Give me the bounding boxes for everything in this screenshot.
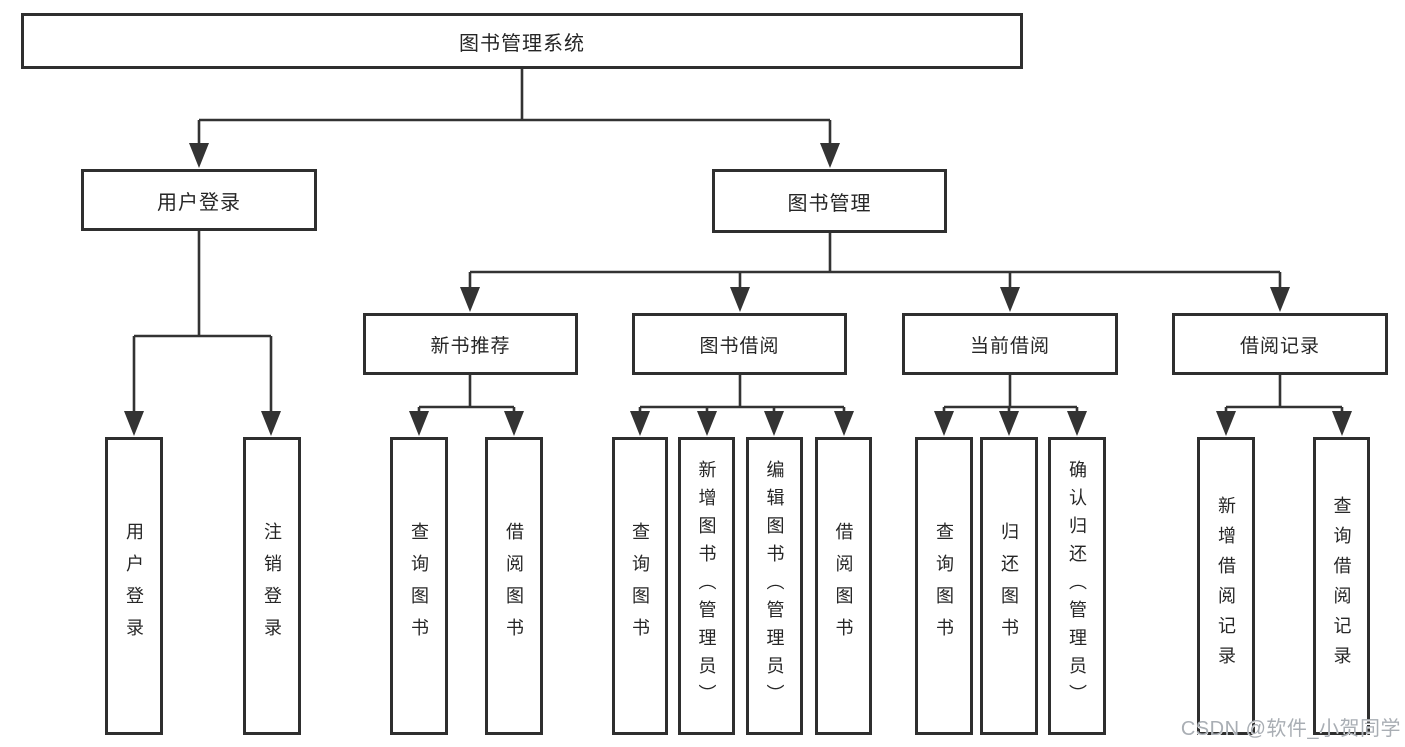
leaf-borrow-books: 借阅图书 — [815, 437, 872, 735]
node-library-management-system: 图书管理系统 — [21, 13, 1023, 69]
leaf-user-login: 用户登录 — [105, 437, 163, 735]
leaf-confirm-return-admin: 确认归还（管理员） — [1048, 437, 1106, 735]
node-current-borrowing: 当前借阅 — [902, 313, 1118, 375]
node-new-book-recommendation: 新书推荐 — [363, 313, 578, 375]
leaf-return-books: 归还图书 — [980, 437, 1038, 735]
leaf-query-books-borrow: 查询图书 — [612, 437, 668, 735]
leaf-query-borrow-record: 查询借阅记录 — [1313, 437, 1370, 735]
leaf-add-borrow-record: 新增借阅记录 — [1197, 437, 1255, 735]
node-borrowing-records: 借阅记录 — [1172, 313, 1388, 375]
leaf-query-books-recommend: 查询图书 — [390, 437, 448, 735]
leaf-borrow-books-recommend: 借阅图书 — [485, 437, 543, 735]
node-book-management: 图书管理 — [712, 169, 947, 233]
leaf-add-books-admin: 新增图书（管理员） — [678, 437, 735, 735]
leaf-logout: 注销登录 — [243, 437, 301, 735]
watermark: CSDN @软件_小贺同学 — [1180, 718, 1401, 740]
leaf-edit-books-admin: 编辑图书（管理员） — [746, 437, 803, 735]
node-user-login: 用户登录 — [81, 169, 317, 231]
leaf-query-books-current: 查询图书 — [915, 437, 973, 735]
node-book-borrowing: 图书借阅 — [632, 313, 847, 375]
